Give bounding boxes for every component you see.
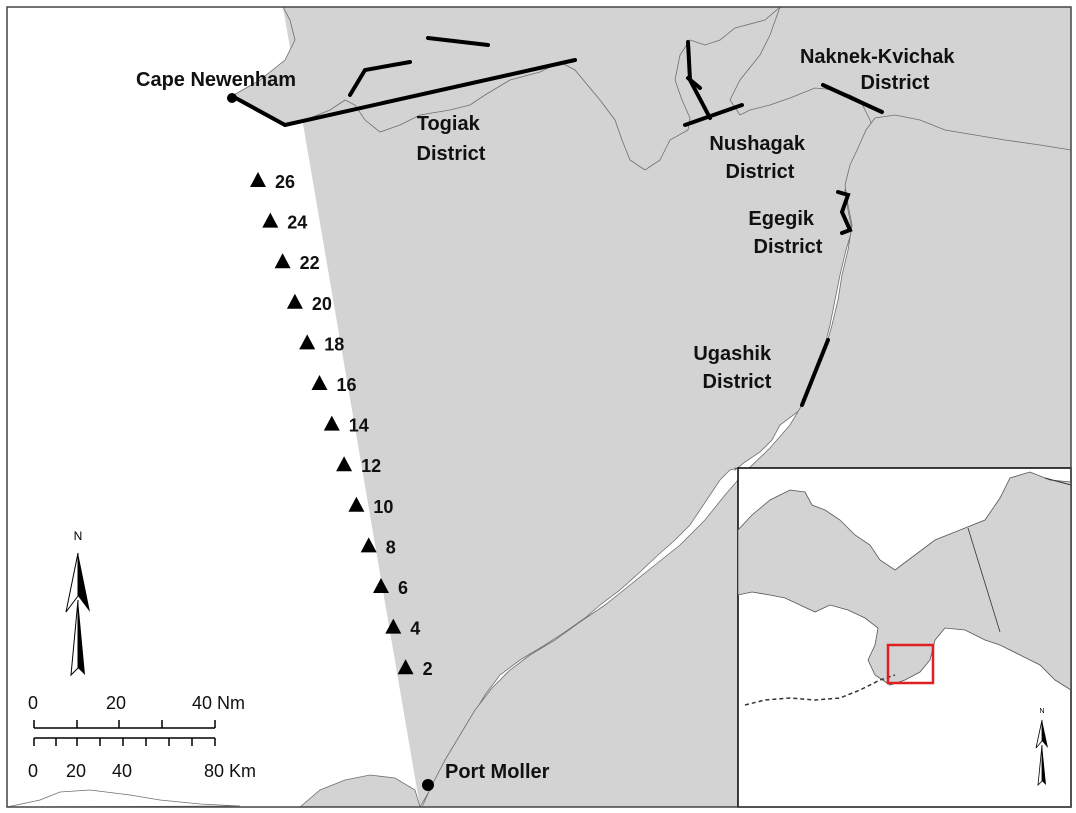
scale-bar: 0 20 40 Nm 0 20: [28, 693, 256, 781]
inset-north-arrow-icon: N: [1035, 708, 1048, 787]
station-label: 18: [324, 334, 344, 354]
cape-newenham-label: Cape Newenham: [136, 69, 296, 91]
svg-text:40 Nm: 40 Nm: [192, 693, 245, 713]
station-label: 22: [300, 253, 320, 273]
station-marker-icon: [250, 172, 266, 187]
naknek-kvichak-district-label: Naknek-Kvichak District: [800, 46, 960, 94]
svg-text:0: 0: [28, 761, 38, 781]
egegik-district-label: Egegik District: [748, 208, 822, 258]
station-label: 2: [423, 659, 433, 679]
land-alaska-peninsula: [421, 114, 1071, 807]
station-markers: 26 24 22 20 18 16 14 12 10 8 6 42: [250, 172, 433, 679]
station-label: 26: [275, 172, 295, 192]
svg-text:20: 20: [66, 761, 86, 781]
station-marker-icon: [323, 415, 340, 431]
station-label: 10: [373, 497, 393, 517]
station-marker-icon: [286, 293, 303, 309]
land-cape-spit: [7, 789, 241, 807]
station-marker-icon: [397, 659, 414, 675]
svg-text:80 Km: 80 Km: [204, 761, 256, 781]
station-marker-icon: [274, 253, 291, 269]
station-marker-icon: [360, 537, 377, 553]
svg-text:N: N: [1039, 708, 1044, 715]
svg-text:0: 0: [28, 693, 38, 713]
station-marker-icon: [311, 375, 328, 390]
inset-aleutian-chain: [744, 674, 896, 706]
port-moller-marker: [422, 779, 434, 791]
station-label: 24: [287, 213, 307, 233]
station-marker-icon: [262, 212, 279, 228]
inset-alaska-land: [738, 471, 1071, 691]
station-marker-icon: [373, 578, 389, 593]
nushagak-district-label: Nushagak District: [709, 133, 810, 183]
station-label: 16: [337, 375, 357, 395]
port-moller-label: Port Moller: [445, 761, 550, 783]
district-boundaries: [230, 36, 884, 407]
station-label: 4: [410, 619, 420, 639]
station-label: 20: [312, 294, 332, 314]
svg-text:N: N: [74, 529, 83, 543]
cape-newenham-marker: [227, 93, 237, 103]
station-label: 8: [386, 537, 396, 557]
ugashik-district-label: Ugashik District: [693, 343, 776, 393]
station-marker-icon: [299, 334, 316, 350]
station-label: 6: [398, 578, 408, 598]
inset-canada-border: [1044, 477, 1071, 486]
land-southwest-island: [299, 774, 421, 807]
station-marker-icon: [385, 618, 402, 634]
alaska-inset-map: N: [737, 467, 1072, 808]
station-label: 14: [349, 416, 369, 436]
north-arrow-icon: N: [65, 529, 90, 677]
svg-text:40: 40: [112, 761, 132, 781]
station-marker-icon: [336, 456, 353, 472]
inset-study-area-frame: [886, 643, 935, 685]
togiak-district-label: Togiak District: [417, 113, 486, 165]
station-marker-icon: [348, 496, 365, 512]
svg-text:20: 20: [106, 693, 126, 713]
station-label: 12: [361, 456, 381, 476]
